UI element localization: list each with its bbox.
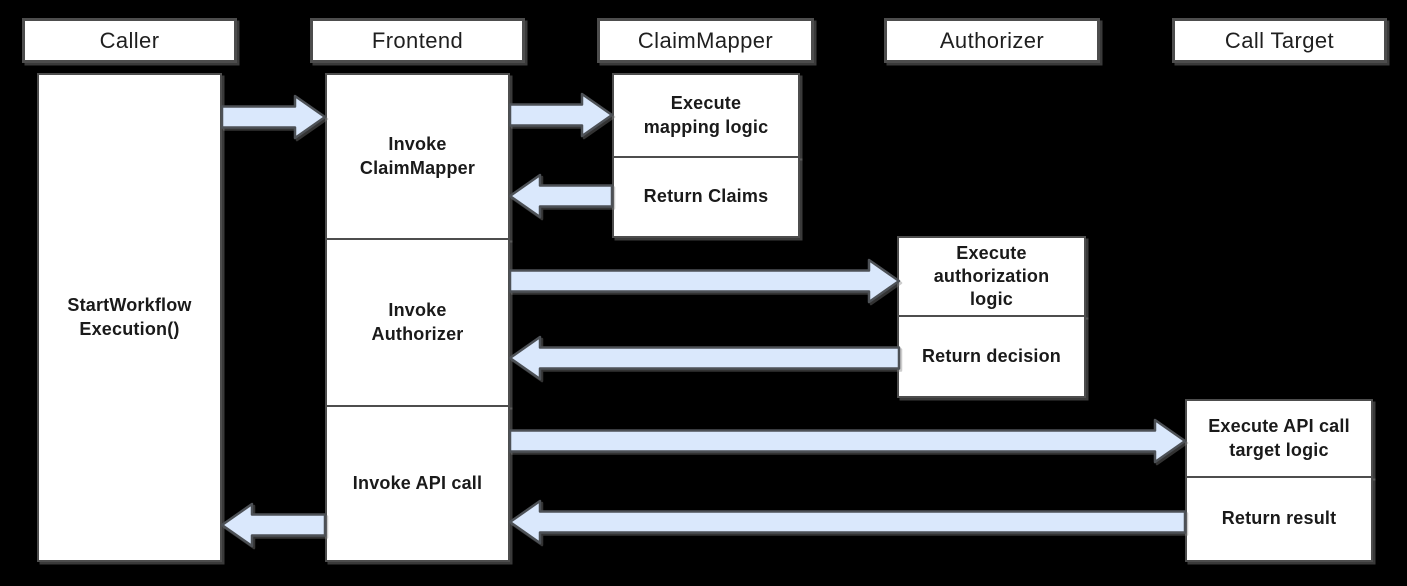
lifeline-header-claimmapper: ClaimMapper xyxy=(597,18,814,63)
activation-label-execute-authorization-logic: Execute authorization logic xyxy=(933,242,1050,310)
lifeline-label-caller: Caller xyxy=(99,27,160,53)
activation-frontend-invoke-api-call: Invoke API call xyxy=(325,405,510,562)
arrow-frontend-to-caller xyxy=(220,502,327,548)
activation-label-return-claims: Return Claims xyxy=(643,186,769,207)
activation-authorizer-execute-authorization-logic: Execute authorization logic xyxy=(897,236,1086,317)
lifeline-label-claimmapper: ClaimMapper xyxy=(637,27,774,53)
lifeline-header-caller: Caller xyxy=(22,18,237,63)
arrow-frontend-to-calltarget xyxy=(508,418,1187,464)
activation-label-execute-mapping-logic: Execute mapping logic xyxy=(643,93,769,137)
activation-calltarget-execute-api-call-target-logic: Execute API call target logic xyxy=(1185,399,1373,478)
activation-label-invoke-claimmapper: Invoke ClaimMapper xyxy=(359,134,476,178)
activation-label-execute-api-call-target-logic: Execute API call target logic xyxy=(1208,416,1350,460)
activation-calltarget-return-result: Return result xyxy=(1185,476,1373,562)
activation-label-return-result: Return result xyxy=(1221,508,1337,529)
activation-label-startworkflowexecution: StartWorkflow Execution() xyxy=(67,295,192,339)
activation-label-return-decision: Return decision xyxy=(921,345,1062,366)
lifeline-header-authorizer: Authorizer xyxy=(884,18,1100,63)
activation-authorizer-return-decision: Return decision xyxy=(897,315,1086,398)
activation-label-invoke-api-call: Invoke API call xyxy=(352,472,483,493)
activation-claimmapper-return-claims: Return Claims xyxy=(612,156,800,238)
arrow-authorizer-to-frontend xyxy=(508,335,901,381)
lifeline-label-frontend: Frontend xyxy=(371,27,464,53)
lifeline-label-authorizer: Authorizer xyxy=(939,27,1045,53)
activation-frontend-invoke-authorizer: Invoke Authorizer xyxy=(325,238,510,407)
activation-label-invoke-authorizer: Invoke Authorizer xyxy=(371,300,464,344)
arrow-caller-to-frontend xyxy=(220,94,327,140)
arrow-claimmapper-to-frontend xyxy=(508,173,614,219)
arrow-calltarget-to-frontend xyxy=(508,499,1187,545)
arrow-frontend-to-authorizer xyxy=(508,258,901,304)
lifeline-header-calltarget: Call Target xyxy=(1172,18,1387,63)
activation-claimmapper-execute-mapping-logic: Execute mapping logic xyxy=(612,73,800,158)
activation-frontend-invoke-claimmapper: Invoke ClaimMapper xyxy=(325,73,510,240)
lifeline-header-frontend: Frontend xyxy=(310,18,525,63)
lifeline-label-calltarget: Call Target xyxy=(1224,27,1335,53)
arrow-frontend-to-claimmapper xyxy=(508,92,614,138)
activation-caller-startworkflowexecution: StartWorkflow Execution() xyxy=(37,73,222,562)
